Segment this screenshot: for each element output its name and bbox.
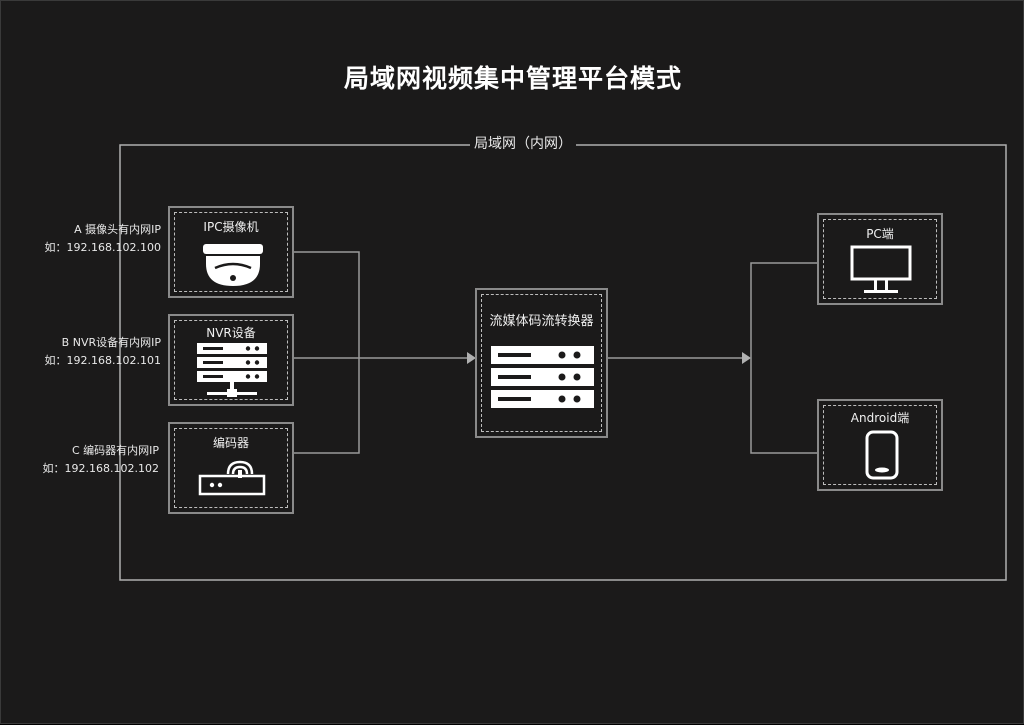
server-rack-icon: [491, 346, 594, 408]
phone-icon: [865, 430, 899, 480]
encoder-box: 编码器: [168, 422, 294, 514]
nvr-box-inner: [174, 320, 288, 400]
source-b-line2: 如：192.168.102.101: [44, 354, 161, 367]
dome-camera-icon: [203, 244, 263, 286]
encoder-box-inner: [174, 428, 288, 508]
nvr-box: NVR设备: [168, 314, 294, 406]
encoder-icon: [198, 460, 266, 496]
converter-box: 流媒体码流转换器: [475, 288, 608, 438]
arrow-to-clients: [742, 352, 751, 364]
arrow-to-converter: [467, 352, 476, 364]
ipc-camera-box-inner: [174, 212, 288, 292]
monitor-icon: [850, 245, 912, 293]
android-client-box-inner: [823, 405, 937, 485]
lan-label: 局域网（内网）: [470, 135, 576, 153]
encoder-label: 编码器: [212, 436, 249, 450]
source-a-line1: A 摄像头有内网IP: [74, 223, 161, 236]
ipc-camera-label: IPC摄像机: [203, 220, 259, 234]
page-title: 局域网视频集中管理平台模式: [343, 64, 682, 93]
android-client-label: Android端: [850, 411, 910, 425]
wire-encoder: [294, 358, 360, 454]
android-client-box: Android端: [817, 399, 943, 491]
source-c-line2: 如：192.168.102.102: [42, 462, 159, 475]
source-c-desc: C 编码器有内网IP 如：192.168.102.102: [43, 442, 159, 478]
converter-box-inner: [481, 294, 602, 432]
ipc-camera-box: IPC摄像机: [168, 206, 294, 298]
source-a-line2: 如：192.168.102.100: [44, 241, 161, 254]
wire-ipc: [294, 251, 360, 358]
pc-client-box-inner: [823, 219, 937, 299]
pc-client-label: PC端: [866, 227, 894, 241]
pc-client-box: PC端: [817, 213, 943, 305]
source-a-desc: A 摄像头有内网IP 如：192.168.102.100: [45, 221, 161, 257]
nvr-label: NVR设备: [206, 326, 256, 340]
wire-clients: [750, 262, 817, 454]
source-c-line1: C 编码器有内网IP: [71, 444, 159, 457]
converter-label: 流媒体码流转换器: [489, 314, 594, 329]
nvr-server-icon: [197, 343, 267, 397]
source-b-desc: B NVR设备有内网IP 如：192.168.102.101: [45, 334, 161, 370]
source-b-line1: B NVR设备有内网IP: [61, 336, 161, 349]
